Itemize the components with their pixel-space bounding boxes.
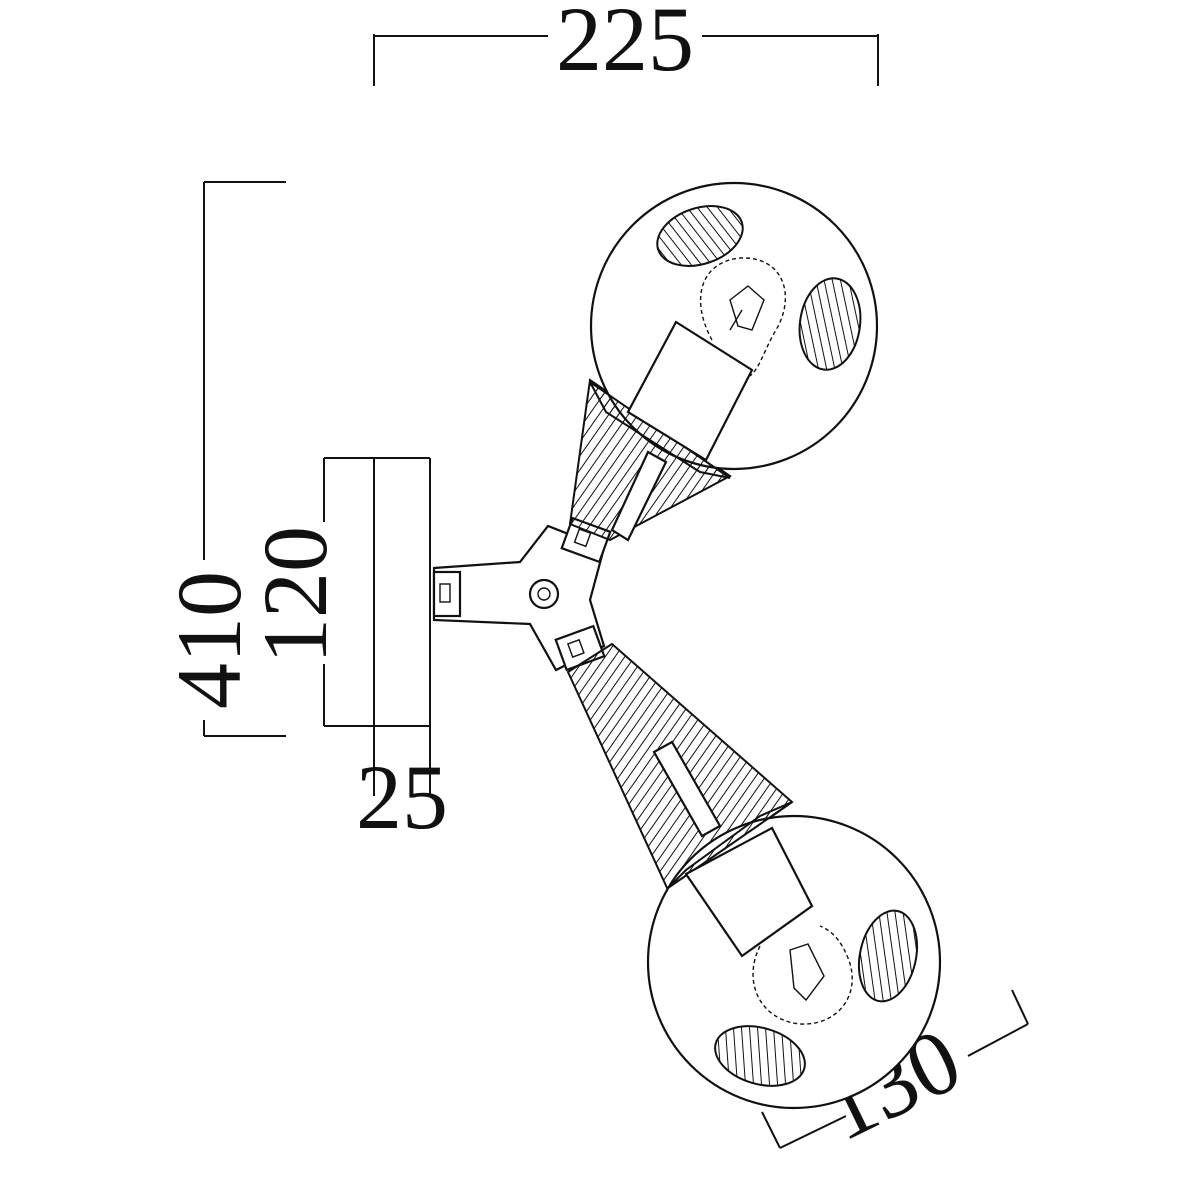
base-height-label: 120 — [244, 526, 346, 664]
upper-glass-spot-1 — [656, 205, 744, 267]
height-label: 410 — [158, 571, 260, 709]
upper-glass-spot-2 — [798, 277, 862, 371]
lower-glass-spot-1 — [857, 909, 919, 1003]
height-dimension: 410 — [158, 181, 286, 737]
lower-socket — [684, 826, 814, 958]
wall-plate — [373, 458, 431, 796]
lower-glass-spot-2 — [714, 1025, 806, 1087]
central-hub — [432, 516, 612, 672]
lower-lamp — [566, 642, 942, 1110]
upper-lamp — [568, 181, 879, 542]
width-label: 225 — [556, 0, 694, 90]
base-depth-label: 25 — [356, 746, 448, 848]
upper-socket — [626, 320, 754, 462]
width-dimension: 225 — [373, 0, 879, 90]
base-height-dimension: 120 — [244, 457, 430, 727]
